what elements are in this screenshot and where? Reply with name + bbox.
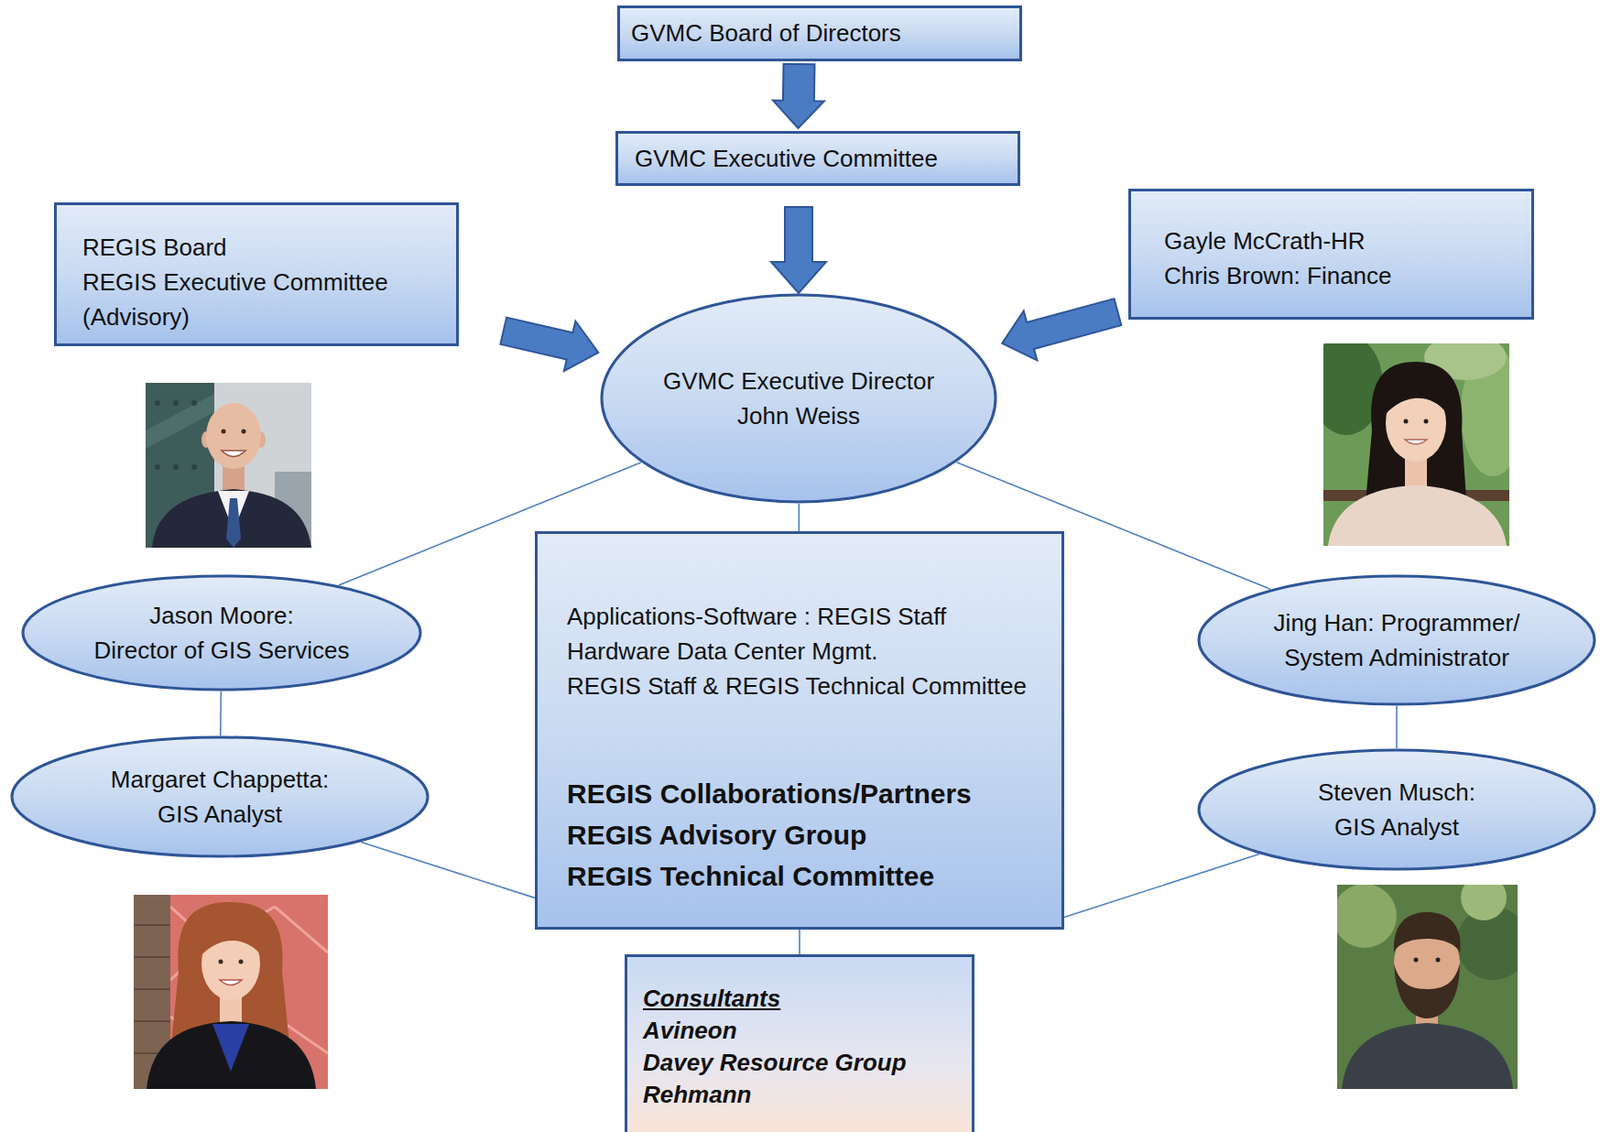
text-wrap: Jing Han: Programmer/ System Administrat… <box>1250 605 1544 675</box>
block-arrow <box>772 64 825 129</box>
block-arrow <box>771 206 827 294</box>
node-text: Avineon <box>642 1014 959 1047</box>
node-text: REGIS Advisory Group <box>566 814 1045 856</box>
node-text: REGIS Executive Committee (Advisory) <box>82 264 438 335</box>
ellipse-outline <box>10 735 430 859</box>
org-box: GVMC Executive Committee <box>615 130 1021 186</box>
text-wrap: Jason Moore:Director of GIS Services <box>94 598 350 668</box>
node-text: GVMC Executive Director <box>663 363 935 399</box>
ellipse-outline <box>21 574 423 692</box>
node-text: Jing Han: Programmer/ System Administrat… <box>1250 605 1544 675</box>
ellipse-outline <box>1197 574 1597 707</box>
node-text: REGIS Collaborations/Partners <box>566 772 1045 815</box>
role-ellipse: Steven Musch:GIS Analyst <box>1197 748 1597 871</box>
node-text: GVMC Executive Committee <box>634 141 1005 176</box>
connector-line <box>1395 706 1398 749</box>
node-text: Consultants <box>642 982 959 1015</box>
node-text: Steven Musch: <box>1317 774 1476 810</box>
node-text: Davey Resource Group <box>642 1046 959 1079</box>
org-box: GVMC Board of Directors <box>617 5 1023 62</box>
role-ellipse: Jing Han: Programmer/ System Administrat… <box>1197 574 1597 707</box>
role-ellipse: GVMC Executive DirectorJohn Weiss <box>599 293 998 504</box>
ellipse-outline <box>1197 748 1597 871</box>
org-box: Gayle McCrath-HRChris Brown: Finance <box>1128 188 1535 320</box>
block-arrow <box>500 317 599 371</box>
org-box: Applications-Software : REGIS StaffHardw… <box>534 531 1065 930</box>
connector-line <box>360 842 535 899</box>
node-text: REGIS Technical Committee <box>566 855 1045 897</box>
connector-line <box>798 503 801 532</box>
connector-line <box>798 929 801 955</box>
block-arrow <box>1001 298 1122 360</box>
node-text: Jason Moore: <box>149 598 294 633</box>
node-text: Gayle McCrath-HR <box>1164 223 1513 259</box>
portrait-photo <box>133 894 328 1089</box>
node-text: GIS Analyst <box>1334 809 1459 845</box>
text-wrap: GVMC Executive DirectorJohn Weiss <box>663 363 935 434</box>
portrait-photo <box>1323 343 1510 546</box>
portrait-photo <box>1337 884 1518 1089</box>
node-text: GIS Analyst <box>157 796 283 832</box>
node-text: Margaret Chappetta: <box>110 761 329 797</box>
connector-line <box>1064 854 1260 918</box>
node-text: John Weiss <box>737 398 860 434</box>
node-text: Hardware Data Center Mgmt. <box>566 633 1045 669</box>
org-box: ConsultantsAvineonDavey Resource GroupRe… <box>624 954 975 1132</box>
ellipse-shape <box>601 294 996 502</box>
ellipse-shape <box>22 576 421 690</box>
text-wrap: Margaret Chappetta:GIS Analyst <box>110 761 329 832</box>
node-text: GVMC Board of Directors <box>631 15 1007 51</box>
node-text: Director of GIS Services <box>94 632 350 668</box>
node-text: Applications-Software : REGIS Staff <box>566 598 1045 634</box>
ellipse-shape <box>1198 576 1595 705</box>
role-ellipse: Margaret Chappetta:GIS Analyst <box>10 735 430 859</box>
ellipse-outline <box>599 293 998 504</box>
ellipse-shape <box>11 737 428 857</box>
text-wrap: Steven Musch:GIS Analyst <box>1317 774 1476 845</box>
node-text: Chris Brown: Finance <box>1164 258 1513 294</box>
connector-line <box>219 691 222 736</box>
node-text: REGIS Staff & REGIS Technical Committee <box>566 668 1045 704</box>
portrait-photo <box>145 382 312 548</box>
role-ellipse: Jason Moore:Director of GIS Services <box>21 574 423 692</box>
node-text: Rehmann <box>642 1078 959 1111</box>
node-text: REGIS Board <box>82 229 438 265</box>
ellipse-shape <box>1198 750 1595 870</box>
org-box: REGIS BoardREGIS Executive Committee (Ad… <box>54 202 459 347</box>
